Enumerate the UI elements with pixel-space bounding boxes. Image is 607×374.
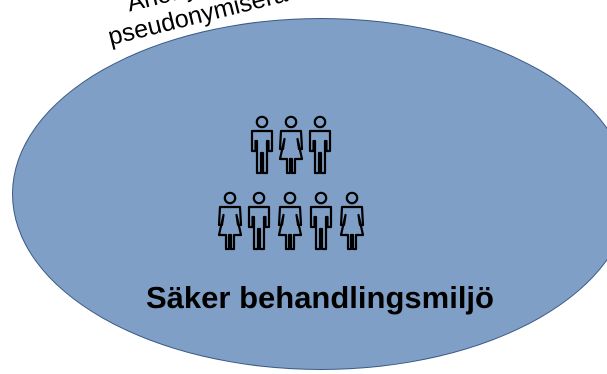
male-person-icon: [250, 115, 274, 175]
female-person-icon: [339, 191, 365, 251]
secure-environment-label: Säker behandlingsmiljö: [146, 280, 494, 315]
secure-environment-ellipse: [12, 18, 607, 370]
male-person-icon: [309, 191, 333, 251]
female-person-icon: [277, 191, 303, 251]
female-person-icon: [278, 115, 304, 175]
male-person-icon: [308, 115, 332, 175]
female-person-icon: [217, 191, 243, 251]
male-person-icon: [247, 191, 271, 251]
